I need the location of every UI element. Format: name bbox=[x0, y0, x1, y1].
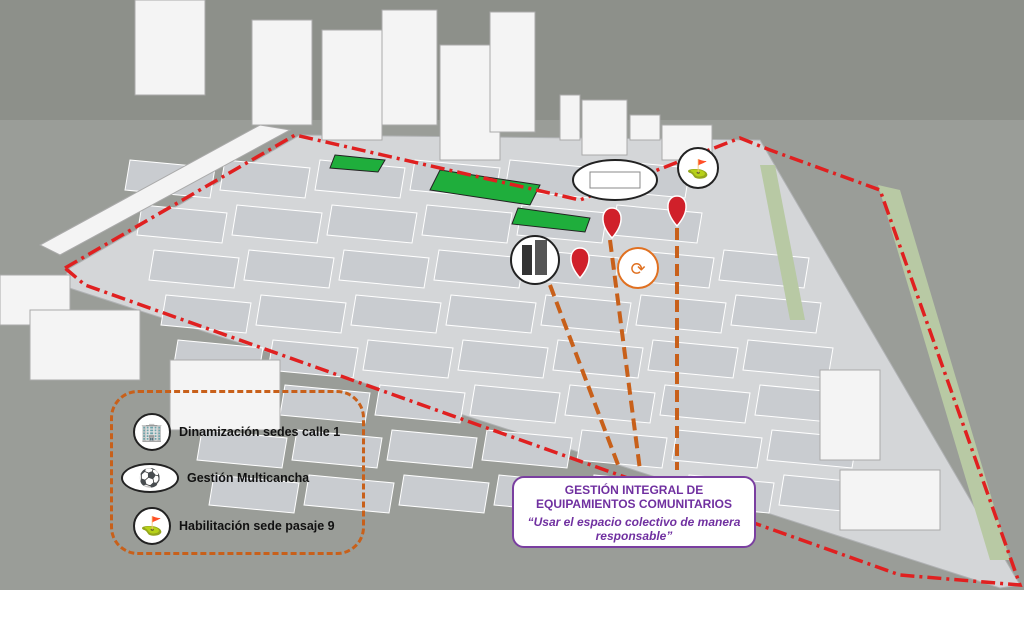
climber-flag-icon: ⛳ bbox=[133, 507, 171, 545]
map-icons: ⛳ ⟳ bbox=[510, 147, 719, 289]
city-block bbox=[481, 429, 573, 469]
city-block bbox=[231, 204, 323, 244]
climber-flag-icon bbox=[677, 147, 719, 189]
callout-box: GESTIÓN INTEGRAL DE EQUIPAMIENTOS COMUNI… bbox=[512, 476, 756, 548]
map-pin-icon bbox=[667, 195, 687, 228]
city-block bbox=[196, 429, 288, 469]
city-block bbox=[552, 339, 644, 379]
callout-quote: “Usar el espacio colectivo de manera res… bbox=[527, 515, 741, 543]
location-markers bbox=[570, 195, 687, 280]
city-block bbox=[647, 339, 739, 379]
map-pin-icon bbox=[570, 247, 590, 280]
city-block bbox=[433, 249, 525, 289]
svg-text:⛳: ⛳ bbox=[687, 158, 709, 180]
legend-label: Habilitación sede pasaje 9 bbox=[179, 519, 335, 533]
city-block bbox=[291, 429, 383, 469]
city-block bbox=[160, 294, 252, 334]
city-block bbox=[255, 294, 347, 334]
city-block bbox=[421, 204, 513, 244]
city-block bbox=[148, 249, 240, 289]
sports-court-icon bbox=[572, 159, 658, 201]
city-block bbox=[671, 429, 763, 469]
city-block bbox=[386, 429, 478, 469]
legend-item: ⛳ Habilitación sede pasaje 9 bbox=[133, 507, 335, 545]
legend-box: 🏢 Dinamización sedes calle 1 ⚽ Gestión M… bbox=[110, 390, 365, 555]
city-block bbox=[303, 474, 395, 514]
green-area bbox=[511, 207, 591, 233]
legend-label: Gestión Multicancha bbox=[187, 471, 310, 485]
sports-court-icon: ⚽ bbox=[121, 463, 179, 493]
towers bbox=[0, 0, 941, 531]
buildings-icon: 🏢 bbox=[133, 413, 171, 451]
city-block bbox=[398, 474, 490, 514]
city-block bbox=[564, 384, 656, 424]
city-block bbox=[659, 384, 751, 424]
svg-text:⟳: ⟳ bbox=[630, 259, 645, 279]
city-block bbox=[243, 249, 335, 289]
city-block bbox=[576, 429, 668, 469]
map-pin-icon bbox=[602, 207, 622, 240]
city-block bbox=[469, 384, 561, 424]
city-block bbox=[362, 339, 454, 379]
legend-label: Dinamización sedes calle 1 bbox=[179, 425, 341, 439]
green-area bbox=[429, 169, 541, 206]
city-block bbox=[635, 294, 727, 334]
city-block bbox=[326, 204, 418, 244]
city-block bbox=[445, 294, 537, 334]
management-cycle-icon bbox=[617, 247, 659, 289]
green-strip bbox=[760, 165, 805, 320]
green-area bbox=[329, 154, 386, 173]
city-block bbox=[208, 474, 300, 514]
callout-title: GESTIÓN INTEGRAL DE EQUIPAMIENTOS COMUNI… bbox=[535, 483, 732, 511]
legend-item: 🏢 Dinamización sedes calle 1 bbox=[133, 413, 340, 451]
city-block bbox=[338, 249, 430, 289]
city-block bbox=[457, 339, 549, 379]
legend-item: ⚽ Gestión Multicancha bbox=[121, 463, 309, 493]
city-block bbox=[350, 294, 442, 334]
site-boundary bbox=[63, 133, 1023, 587]
city-block bbox=[219, 159, 311, 199]
leader-lines bbox=[548, 228, 679, 471]
